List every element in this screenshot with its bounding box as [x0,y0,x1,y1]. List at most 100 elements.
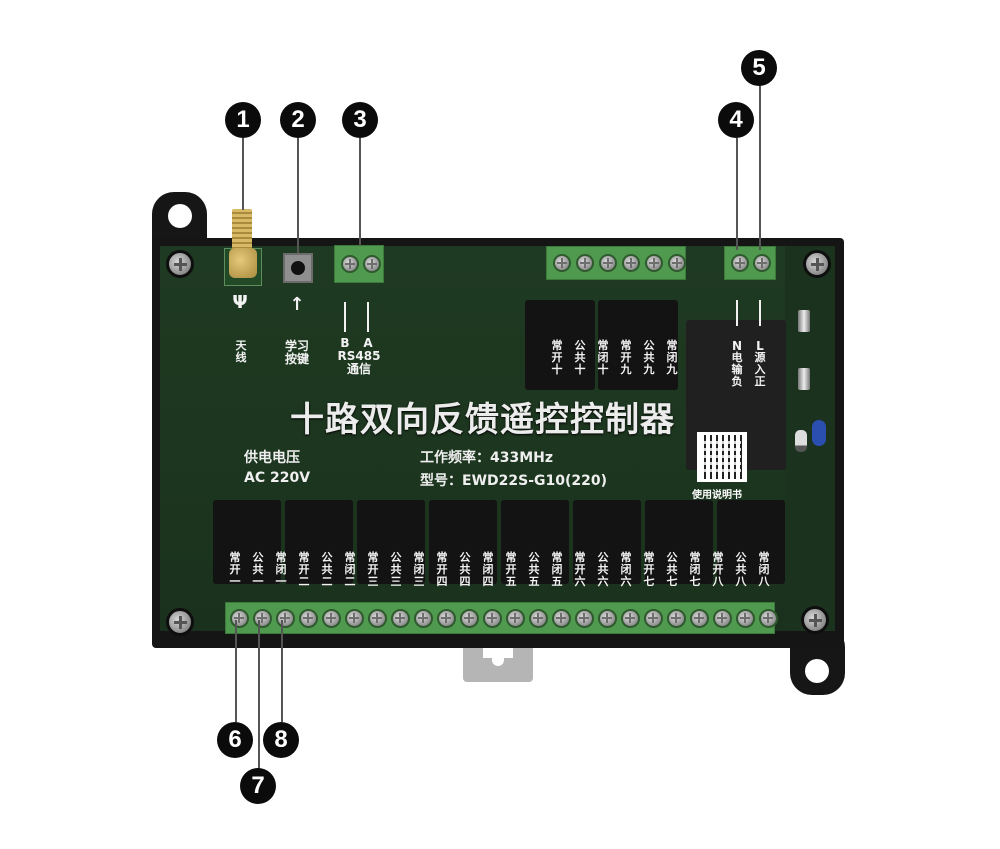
mounting-hole [168,204,192,228]
antenna-symbol-icon: Ψ [232,292,248,313]
terminal-screw-icon [363,255,381,273]
callout-7-leader [258,620,260,770]
fuse-icon [798,368,810,390]
learn-button[interactable] [283,253,313,283]
terminal-screw-icon [736,608,755,628]
rs485-b-label: B [340,336,350,350]
terminal-screw-icon [276,608,295,628]
callout-8-leader [281,620,283,722]
relay-label: 常闭九 [666,339,678,376]
callout-6: 6 [217,722,253,758]
callout-4: 4 [718,102,754,138]
antenna-label: 天线 [235,339,247,364]
relay-9-10-terminal[interactable] [546,246,686,280]
terminal-screw-icon [529,608,548,628]
power-n-label: N [731,339,743,353]
power-terminal[interactable] [724,246,776,280]
relay-label: 常开八 [712,551,724,588]
callout-1: 1 [225,102,261,138]
terminal-screw-icon [253,608,272,628]
relay-label: 常闭五 [551,551,563,588]
relay-7 [645,500,713,584]
rs485-a-line [367,302,369,332]
terminal-screw-icon [576,254,594,272]
terminal-screw-icon [345,608,364,628]
terminal-screw-icon [599,254,617,272]
terminal-screw-icon [598,608,617,628]
learn-key-label: 学习按键 [284,339,309,366]
relay-2 [285,500,353,584]
terminal-screw-icon [668,254,686,272]
relay-label: 常闭一 [275,551,287,588]
relay-label: 公共五 [528,551,540,588]
terminal-screw-icon [731,254,749,272]
power-l-line [759,300,761,326]
relay-4 [429,500,497,584]
relay-8 [717,500,785,584]
relay-1-8-terminal[interactable] [225,602,778,634]
relay-label: 公共六 [597,551,609,588]
relay-1 [213,500,281,584]
frequency-label: 工作频率：433MHz [420,450,554,466]
terminal-screw-icon [753,254,771,272]
terminal-screw-icon [506,608,525,628]
relay-label: 常开二 [298,551,310,588]
relay-label: 常闭十 [597,339,609,376]
relay-label: 常开六 [574,551,586,588]
relay-9 [598,300,678,390]
callout-2-leader [297,138,299,253]
terminal-screw-icon [368,608,387,628]
relay-label: 公共九 [643,339,655,376]
product-title: 十路双向反馈遥控控制器 [290,400,675,440]
relay-label: 公共七 [666,551,678,588]
terminal-screw-icon [690,608,709,628]
callout-2: 2 [280,102,316,138]
terminal-screw-icon [622,254,640,272]
din-rail-clip [463,648,533,682]
callout-3-leader [359,138,361,246]
relay-5 [501,500,569,584]
rs485-terminal[interactable] [334,245,384,283]
antenna-connector-body [229,248,257,278]
fuse-icon [798,310,810,332]
corner-screw-icon [166,608,194,636]
terminal-screw-icon [483,608,502,628]
callout-8: 8 [263,722,299,758]
relay-label: 常闭三 [413,551,425,588]
terminal-screw-icon [759,608,778,628]
relay-label: 公共二 [321,551,333,588]
relay-label: 常开七 [643,551,655,588]
rs485-b-line [344,302,346,332]
capacitor-icon [795,430,807,452]
model-label: 型号：EWD22S-G10(220) [420,473,607,489]
callout-5-leader [759,86,761,250]
relay-label: 常开四 [436,551,448,588]
terminal-screw-icon [341,255,359,273]
relay-6 [573,500,641,584]
callout-3: 3 [342,102,378,138]
callout-6-leader [235,620,237,722]
relay-label: 常开十 [551,339,563,376]
terminal-screw-icon [553,254,571,272]
learn-arrow-icon: ↑ [289,294,305,315]
callout-1-leader [242,138,244,210]
terminal-screw-icon [230,608,249,628]
relay-label: 公共十 [574,339,586,376]
terminal-screw-icon [645,254,663,272]
relay-label: 常开三 [367,551,379,588]
terminal-screw-icon [621,608,640,628]
relay-3 [357,500,425,584]
callout-4-leader [736,138,738,250]
corner-screw-icon [803,250,831,278]
varistor-icon [812,420,826,446]
supply-voltage-value: AC 220V [244,470,311,486]
relay-label: 常闭六 [620,551,632,588]
relay-label: 公共三 [390,551,402,588]
relay-label: 公共一 [252,551,264,588]
rs485-label: RS485 [337,349,381,363]
terminal-screw-icon [437,608,456,628]
terminal-screw-icon [713,608,732,628]
mounting-hole [805,659,829,683]
qr-code[interactable] [697,432,747,482]
corner-screw-icon [801,606,829,634]
